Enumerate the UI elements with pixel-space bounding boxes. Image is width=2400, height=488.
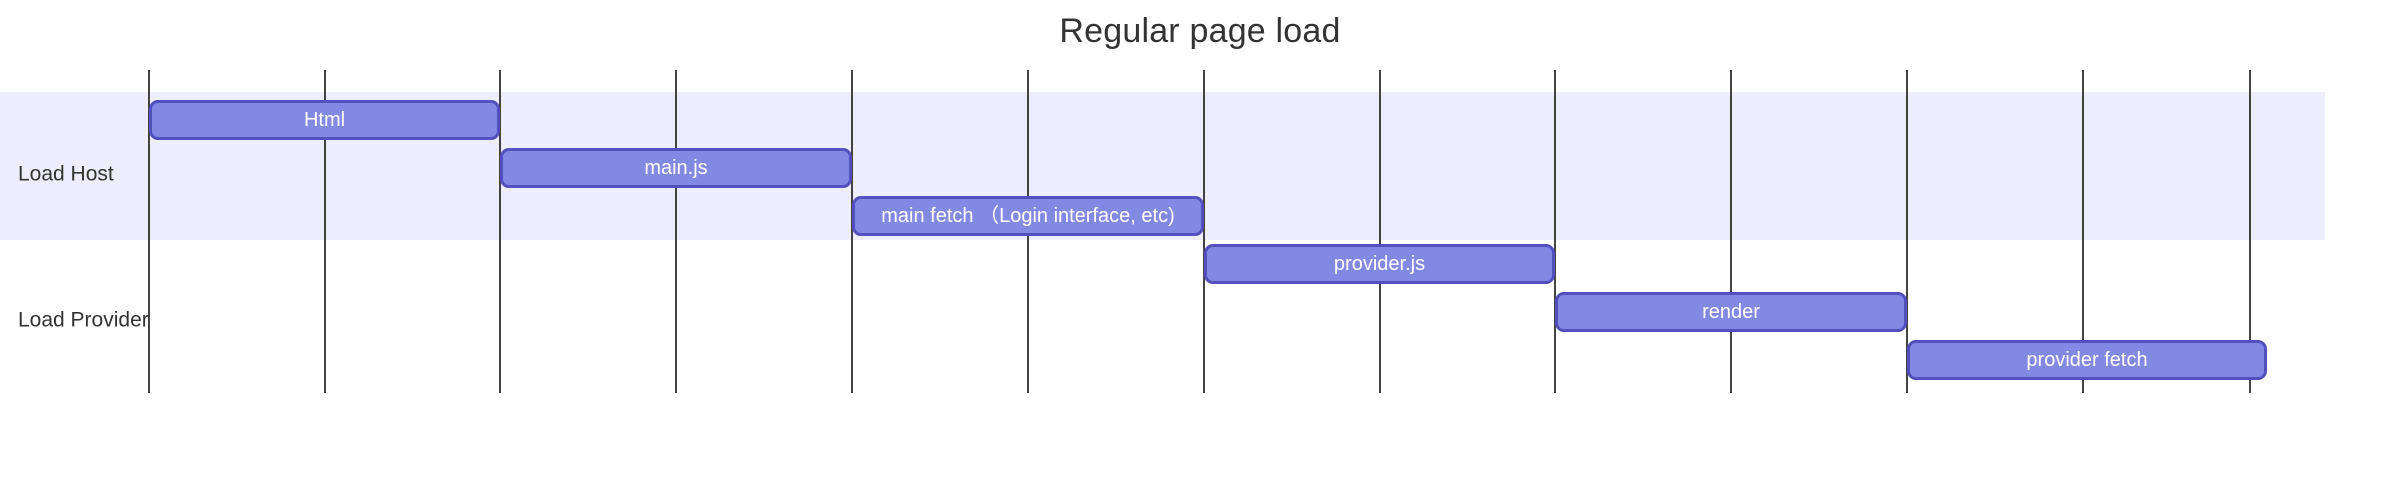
task-bar-provider-js[interactable]: provider.js bbox=[1204, 244, 1555, 284]
grid-line-8 bbox=[1554, 70, 1556, 393]
grid-line-10 bbox=[1906, 70, 1908, 393]
task-label-html: Html bbox=[303, 109, 346, 131]
chart-title: Regular page load bbox=[1059, 12, 1341, 50]
grid-line-3 bbox=[675, 70, 677, 393]
grid-line-2 bbox=[499, 70, 501, 393]
task-bar-provider-fetch[interactable]: provider fetch bbox=[1907, 340, 2267, 380]
grid-line-1 bbox=[324, 70, 326, 393]
grid-line-4 bbox=[851, 70, 853, 393]
grid-line-9 bbox=[1730, 70, 1732, 393]
grid-line-11 bbox=[2082, 70, 2084, 393]
task-label-main-fetch-login-interface-etc: main fetch （Login interface, etc) bbox=[881, 205, 1175, 227]
task-label-provider-fetch: provider fetch bbox=[2026, 349, 2148, 371]
task-label-main-js: main.js bbox=[644, 157, 708, 179]
task-bar-main-js[interactable]: main.js bbox=[500, 148, 852, 188]
task-label-provider-js: provider.js bbox=[1333, 253, 1426, 275]
grid-line-6 bbox=[1203, 70, 1205, 393]
task-bar-html[interactable]: Html bbox=[149, 100, 500, 140]
grid-line-12 bbox=[2249, 70, 2251, 393]
grid-line-7 bbox=[1379, 70, 1381, 393]
section-label-load-provider: Load Provider bbox=[18, 308, 149, 332]
task-bar-render[interactable]: render bbox=[1555, 292, 1907, 332]
task-label-render: render bbox=[1702, 301, 1760, 323]
grid-line-0 bbox=[148, 70, 150, 393]
task-bar-main-fetch-login-interface-etc[interactable]: main fetch （Login interface, etc) bbox=[852, 196, 1204, 236]
section-label-load-host: Load Host bbox=[18, 162, 114, 186]
